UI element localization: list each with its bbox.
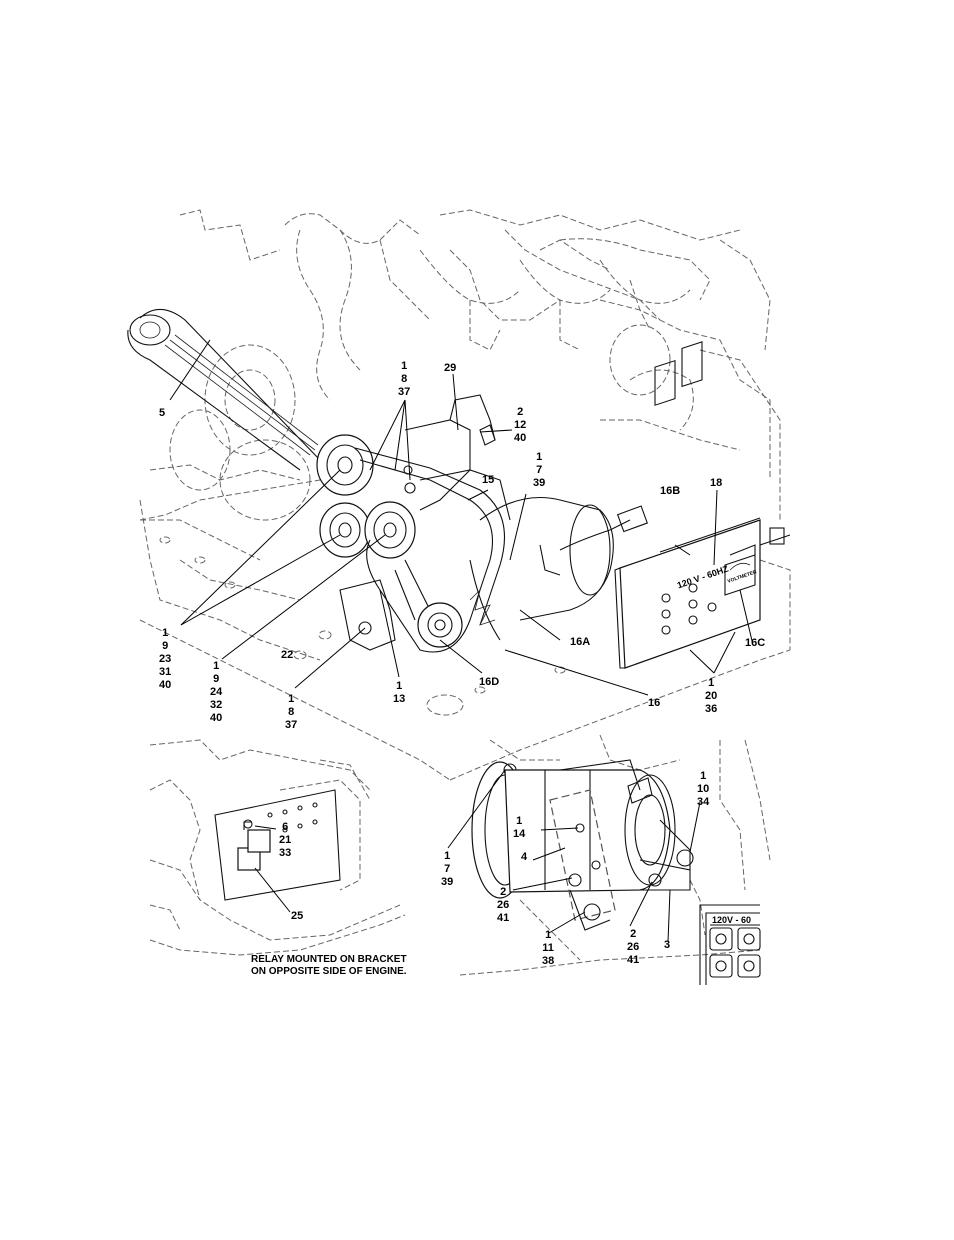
leader-lines-main	[169, 339, 754, 696]
callout-29: 29	[444, 362, 457, 374]
fan-belt	[127, 308, 321, 471]
relay-note-line-1: RELAY MOUNTED ON BRACKET	[251, 954, 407, 965]
idler-pulley-lower	[319, 502, 371, 558]
relay-note-line-2: ON OPPOSITE SIDE OF ENGINE.	[251, 966, 407, 977]
callout-16: 16	[648, 697, 661, 709]
relay-25	[237, 819, 271, 871]
outlet-receptacles	[654, 341, 703, 635]
inset-control-panel	[699, 904, 761, 985]
idler-pulley-upper	[316, 434, 374, 496]
starter-motor-4	[504, 759, 676, 921]
callout-3: 3	[664, 939, 671, 951]
callout-16A: 16A	[570, 636, 591, 648]
callout-22: 22	[281, 649, 294, 661]
voltmeter-16C	[724, 544, 756, 596]
mounting-bracket	[339, 394, 511, 651]
callout-18: 18	[710, 477, 723, 489]
alternator-pulley	[364, 501, 416, 559]
generator-pulley	[417, 602, 463, 648]
callout-25: 25	[291, 910, 304, 922]
relay-inset	[149, 739, 406, 956]
control-box-16	[614, 341, 791, 669]
generator-16A	[469, 497, 648, 641]
inset-panel-label: 120V - 60	[712, 915, 752, 925]
engine-block-phantom	[139, 209, 791, 781]
callout-16C: 16C	[745, 637, 766, 649]
callout-5: 5	[159, 407, 166, 419]
callout-15: 15	[482, 474, 495, 486]
callout-16D: 16D	[479, 676, 500, 688]
callout-16B: 16B	[660, 485, 681, 497]
callout-4: 4	[521, 851, 528, 863]
starter-inset	[447, 734, 771, 976]
